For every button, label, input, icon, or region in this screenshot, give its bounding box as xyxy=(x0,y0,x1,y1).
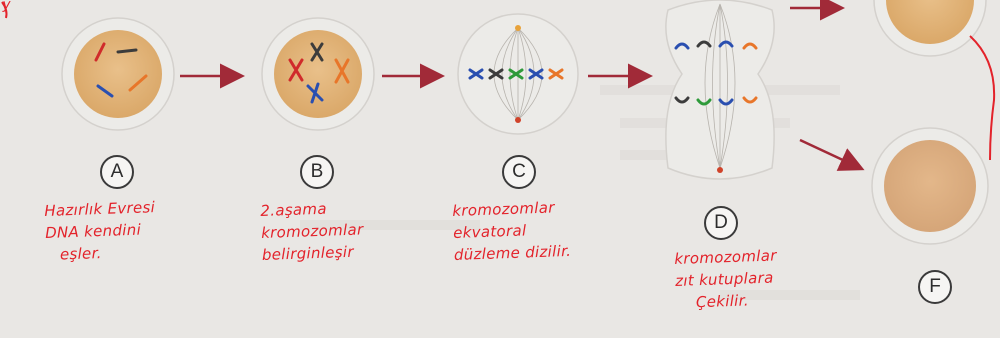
note-stage-c: kromozomlar ekvatoral düzleme dizilir. xyxy=(452,196,572,266)
header-squiggle xyxy=(1,1,8,19)
note-a-line-2: DNA kendini xyxy=(44,220,142,242)
arrow-d-f xyxy=(799,138,865,171)
stage-letter-d: D xyxy=(704,206,738,240)
stage-letter-a: A xyxy=(100,155,134,189)
note-stage-d: kromozomlar zıt kutuplara Çekilir. xyxy=(674,244,779,314)
note-b-line-3: belirginleşir xyxy=(261,242,355,264)
cell-c xyxy=(457,13,579,135)
cell-d xyxy=(665,0,775,180)
cell-e-partial xyxy=(873,0,987,57)
handwritten-bracket xyxy=(969,35,996,161)
note-d-line-3: Çekilir. xyxy=(695,291,750,312)
note-c-line-1: kromozomlar xyxy=(452,198,555,220)
cell-b xyxy=(261,17,375,131)
header-note: y xyxy=(2,0,12,13)
stage-letter-b: B xyxy=(300,155,334,189)
cell-a xyxy=(61,17,175,131)
stage-letter-c: C xyxy=(502,155,536,189)
note-c-line-3: düzleme dizilir. xyxy=(453,241,572,264)
cell-f xyxy=(871,127,989,245)
note-d-line-2: zıt kutuplara xyxy=(674,268,774,290)
note-stage-a: Hazırlık Evresi DNA kendini eşler. xyxy=(44,196,157,266)
note-a-line-3: eşler. xyxy=(59,244,103,264)
stage-letter-f: F xyxy=(918,270,952,304)
note-stage-b: 2.aşama kromozomlar belirginleşir xyxy=(260,196,365,266)
